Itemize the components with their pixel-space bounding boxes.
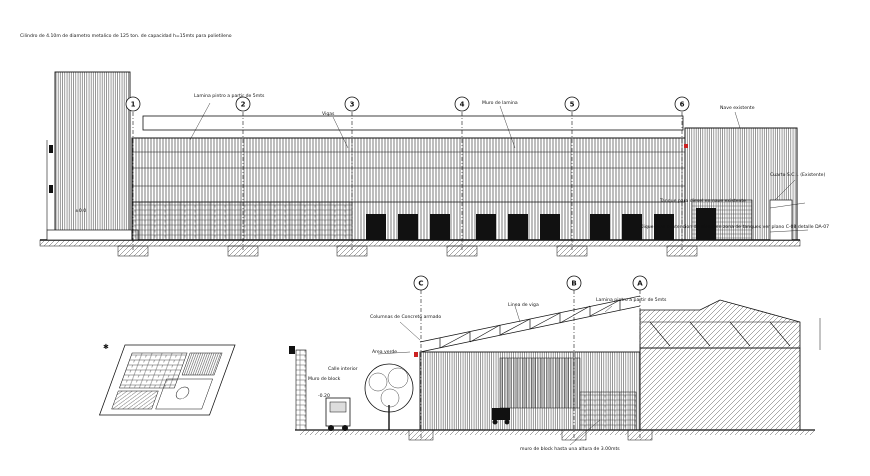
- section-leaders: [377, 305, 613, 446]
- tank-door: [696, 208, 716, 240]
- north-arrow-icon: ✱: [103, 343, 109, 351]
- section-existing-ship: [639, 347, 801, 431]
- grid-label-6: 6: [680, 101, 685, 109]
- note-diesel-dike: Dique para contencion de diesel en zona …: [640, 224, 829, 230]
- note-sheet-wall: Muro de lamina: [482, 100, 518, 106]
- note-block-wall-height: muro de block hasta una altura de 3.00mt…: [520, 446, 620, 452]
- grid-label-c: C: [418, 280, 423, 288]
- grid-label-1: 1: [131, 101, 136, 109]
- tree-icon: [364, 363, 414, 430]
- fire-room: [769, 199, 793, 241]
- elevation-grid: 1 2 3 4 5 6: [125, 96, 690, 250]
- existing-truss: [640, 321, 800, 347]
- note-cylinder: Cilindro de 4.10m de diametro metalico d…: [20, 33, 232, 39]
- note-diesel-tank: Tanque para diesel en nave existente: [659, 198, 746, 204]
- front-elevation: 1 2 3 4 5 6 Cilindro de 4: [20, 33, 829, 257]
- section-inner-door: [499, 357, 581, 409]
- note-inner-street: Calle interior: [328, 366, 358, 372]
- note-section-level: -0.20: [318, 393, 330, 399]
- silo-base: [46, 229, 139, 241]
- elevation-leaders: [189, 102, 809, 233]
- cross-section: C B A Columnas de Concreto armado Area v…: [289, 275, 821, 452]
- note-block-wall: Muro de block: [308, 376, 341, 382]
- note-fire-room: Cuarto S.C.I. (Existente): [770, 172, 825, 178]
- section-red-marker: [414, 352, 418, 357]
- note-section-roof-sheet: Lamina pintro a partir de 5mts: [596, 297, 667, 303]
- note-beams: Vigas: [322, 111, 335, 117]
- section-existing-roof: [639, 299, 801, 349]
- grid-label-5: 5: [570, 101, 575, 109]
- roof-truss: [419, 295, 641, 353]
- note-existing-ship: Nave existente: [720, 105, 755, 111]
- note-ridge-line: Linea de viga: [508, 302, 539, 308]
- silo-marker-1: [49, 145, 53, 153]
- site-plan-thumbnail: [98, 344, 236, 416]
- grid-label-4: 4: [460, 101, 465, 109]
- section-block-base: [579, 391, 637, 431]
- grid-label-a: A: [637, 280, 643, 288]
- footings: [117, 245, 698, 257]
- perimeter-marker: [289, 346, 295, 354]
- section-grid: C B A: [408, 275, 653, 441]
- grid-label-2: 2: [241, 101, 246, 109]
- foundation-strip: [39, 239, 801, 247]
- note-elevation-level: ±0.0: [75, 208, 86, 214]
- grid-label-b: B: [571, 280, 576, 288]
- note-green-area: Area verde: [372, 349, 397, 355]
- block-wall-left: [131, 201, 353, 241]
- truck-icon: [325, 397, 351, 431]
- grid-label-3: 3: [350, 101, 355, 109]
- forklift-icon: [492, 408, 510, 425]
- perimeter-block-wall: [295, 349, 307, 431]
- section-ground-hatch: [300, 430, 815, 435]
- note-concrete-columns: Columnas de Concreto armado: [370, 314, 441, 320]
- note-roof-sheet: Lamina pintro a partir de 5mts: [194, 93, 265, 99]
- polyethylene-silo: [54, 71, 131, 241]
- red-marker: [684, 144, 688, 148]
- parapet: [142, 115, 684, 131]
- loading-doors: [366, 214, 674, 240]
- silo-marker-2: [49, 185, 53, 193]
